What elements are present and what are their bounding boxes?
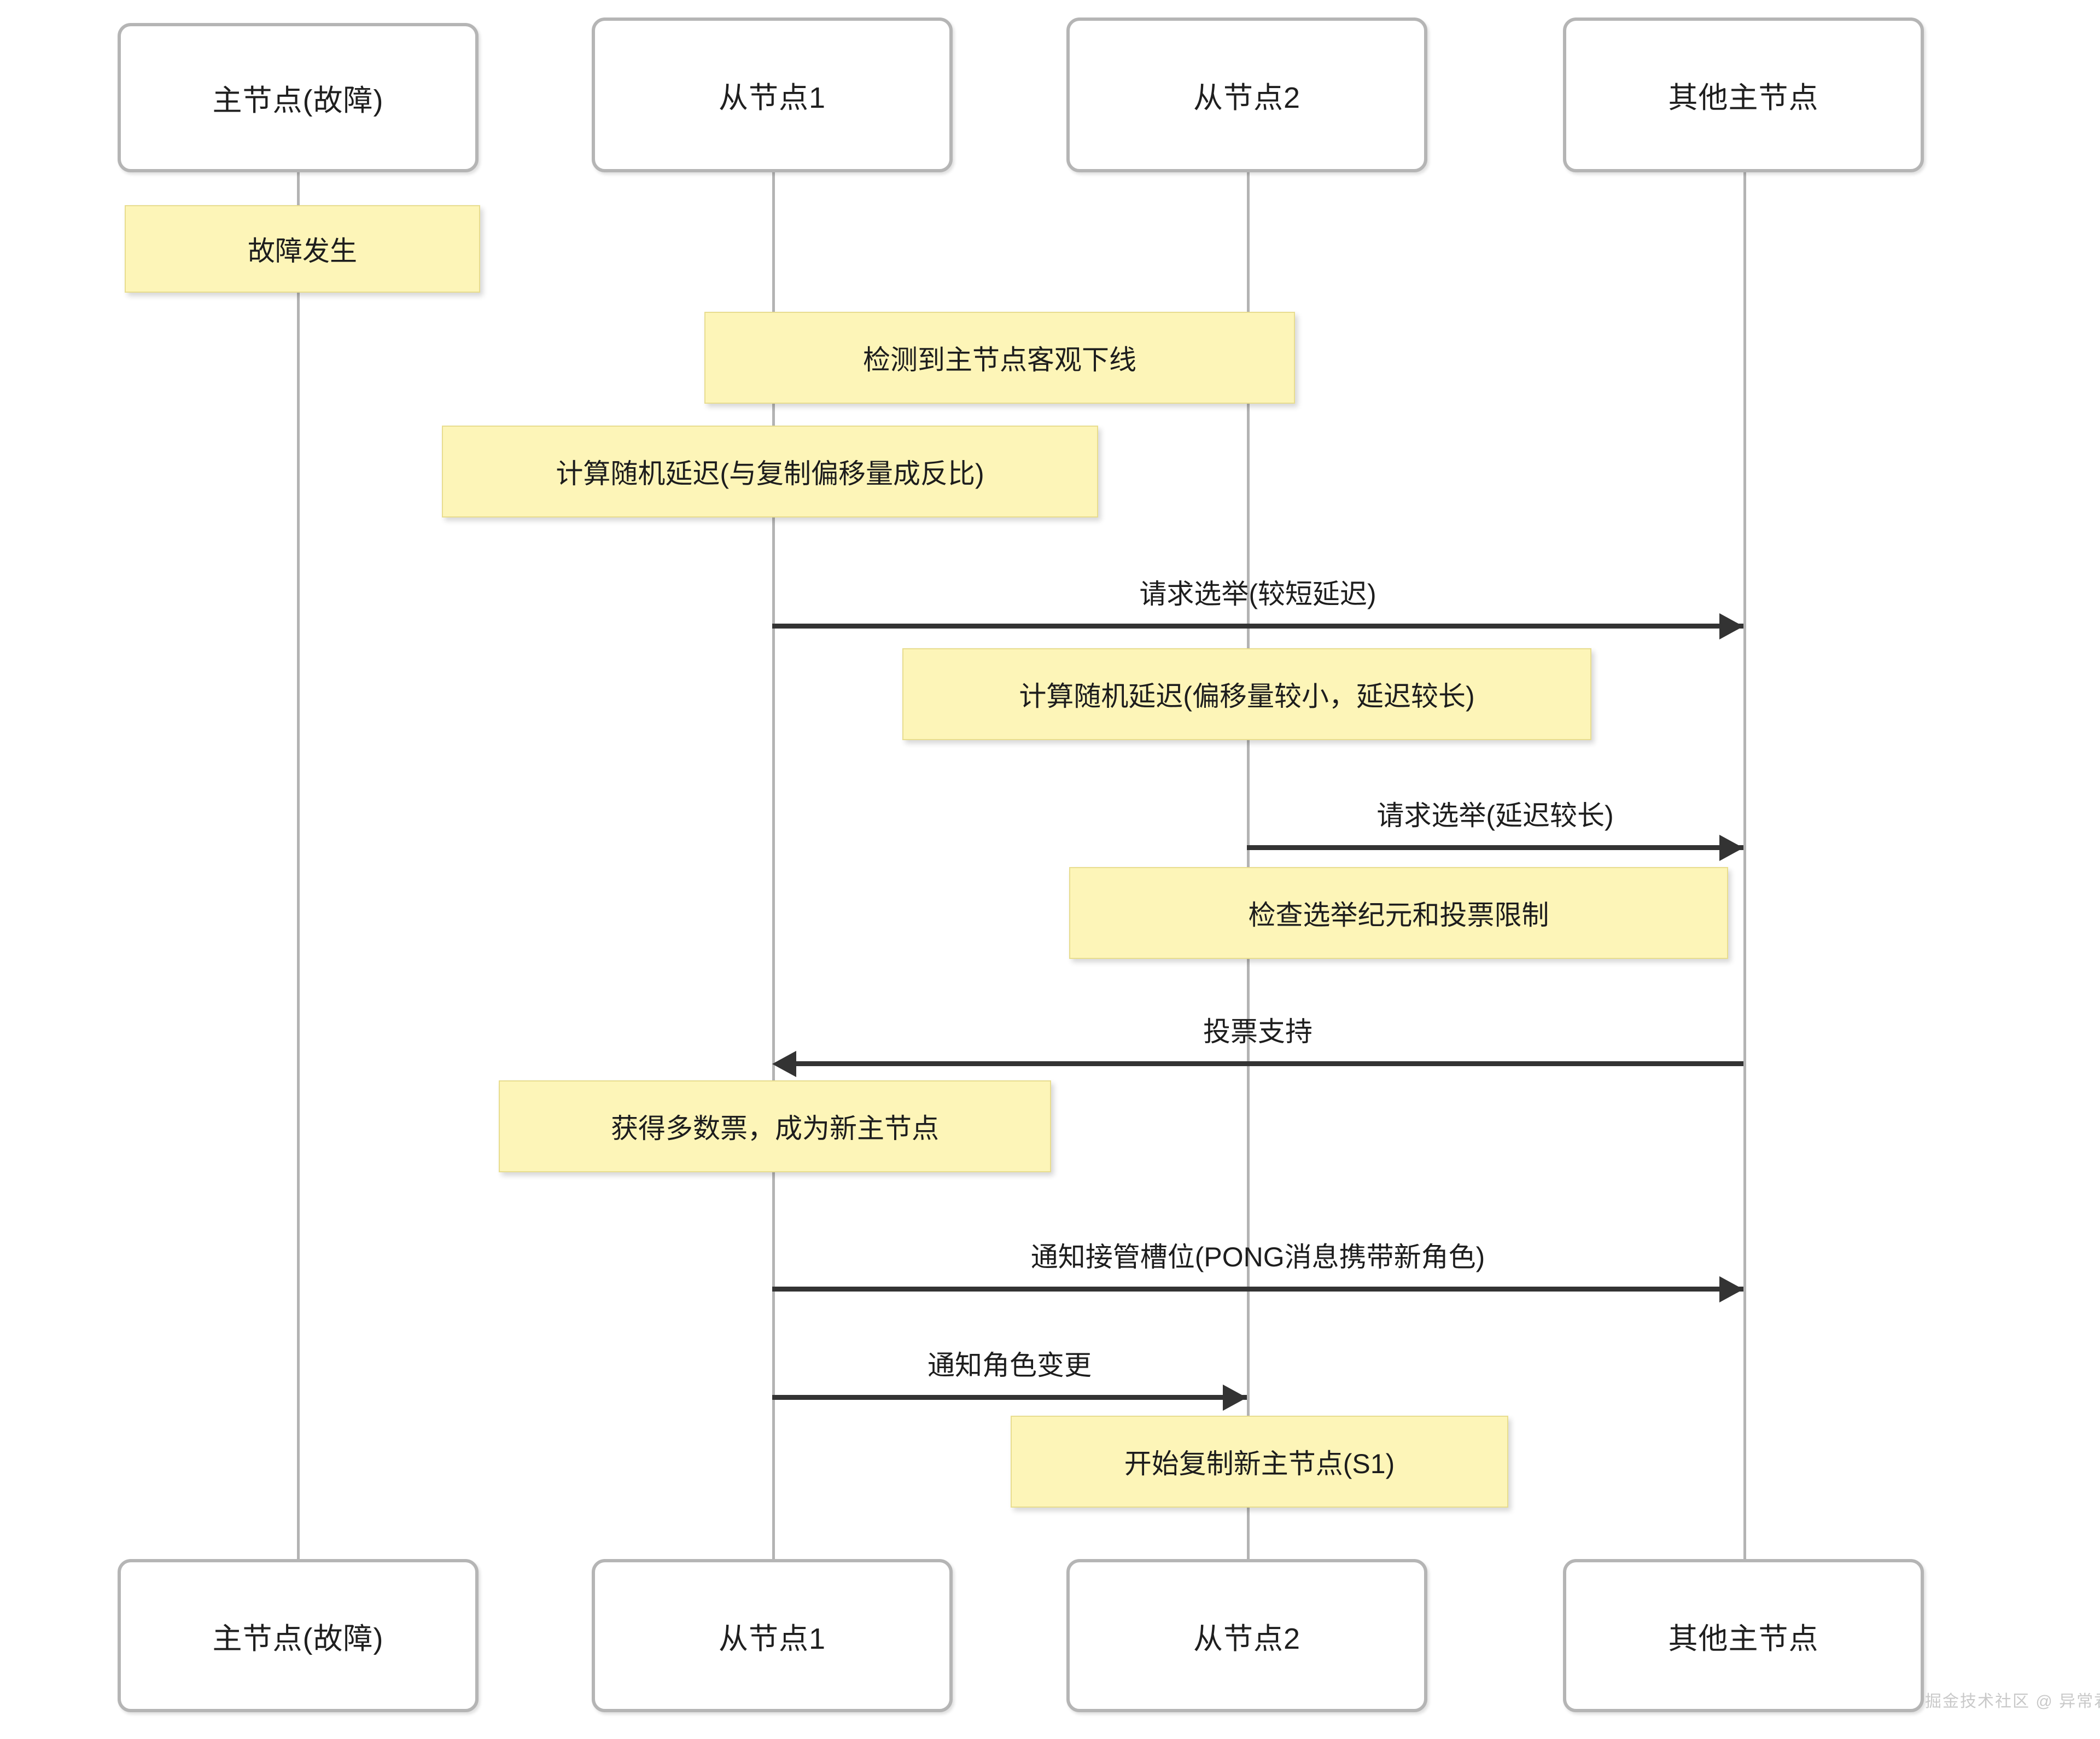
actor-box-top-other-masters[interactable]: 其他主节点	[1563, 18, 1924, 172]
message-line	[772, 1287, 1743, 1292]
actor-box-top-replica-2[interactable]: 从节点2	[1066, 18, 1427, 172]
actor-box-bottom-other-masters[interactable]: 其他主节点	[1563, 1559, 1924, 1712]
watermark: 掘金技术社区 @ 异常君	[1925, 1693, 2100, 1711]
arrow-head-right-icon	[1719, 613, 1743, 639]
actor-box-top-master-failed[interactable]: 主节点(故障)	[118, 23, 479, 172]
lifeline-replica-1	[772, 172, 775, 1559]
arrow-head-left-icon	[772, 1051, 796, 1077]
actor-label-master-failed-top: 主节点(故障)	[212, 84, 384, 117]
message-line	[772, 1395, 1247, 1400]
message-label-role-change: 通知角色变更	[928, 1350, 1092, 1381]
message-label-vote-support: 投票支持	[1203, 1016, 1312, 1047]
actor-box-top-replica-1[interactable]: 从节点1	[592, 18, 953, 172]
note-detect-fail: 检测到主节点客观下线	[704, 312, 1295, 404]
arrow-head-right-icon	[1719, 1276, 1743, 1302]
note-text-random-delay: 计算随机延迟(与复制偏移量成反比)	[556, 458, 984, 489]
message-label-request-vote-short: 请求选举(较短延迟)	[1139, 579, 1376, 609]
note-text-random-delay-2: 计算随机延迟(偏移量较小，延迟较长)	[1019, 681, 1475, 712]
actor-label-replica-1-top: 从节点1	[718, 82, 826, 114]
actor-label-replica-2-bottom: 从节点2	[1193, 1622, 1301, 1655]
note-failure: 故障发生	[125, 205, 480, 293]
message-line	[796, 1061, 1743, 1066]
note-random-delay: 计算随机延迟(与复制偏移量成反比)	[442, 426, 1098, 517]
note-random-delay-2: 计算随机延迟(偏移量较小，延迟较长)	[902, 648, 1591, 740]
note-replicate: 开始复制新主节点(S1)	[1011, 1416, 1508, 1508]
note-text-failure: 故障发生	[248, 236, 357, 266]
lifeline-replica-2	[1247, 172, 1250, 1559]
arrow-head-right-icon	[1719, 835, 1743, 861]
actor-label-other-masters-bottom: 其他主节点	[1668, 1622, 1819, 1655]
actor-box-bottom-replica-1[interactable]: 从节点1	[592, 1559, 953, 1712]
note-text-detect-fail: 检测到主节点客观下线	[863, 345, 1136, 375]
actor-label-master-failed-bottom: 主节点(故障)	[212, 1622, 384, 1655]
note-check-epoch: 检查选举纪元和投票限制	[1069, 867, 1728, 959]
note-majority: 获得多数票，成为新主节点	[499, 1080, 1051, 1172]
note-text-replicate: 开始复制新主节点(S1)	[1124, 1449, 1395, 1479]
actor-box-bottom-master-failed[interactable]: 主节点(故障)	[118, 1559, 479, 1712]
lifeline-master-failed	[297, 172, 300, 1559]
actor-label-other-masters-top: 其他主节点	[1668, 82, 1819, 114]
message-label-request-vote-long: 请求选举(延迟较长)	[1376, 800, 1614, 831]
note-text-majority: 获得多数票，成为新主节点	[611, 1113, 939, 1144]
actor-label-replica-2-top: 从节点2	[1193, 82, 1301, 114]
arrow-head-right-icon	[1223, 1385, 1247, 1411]
lifeline-other-masters	[1743, 172, 1746, 1559]
message-label-takeover-slots: 通知接管槽位(PONG消息携带新角色)	[1030, 1242, 1485, 1272]
actor-box-bottom-replica-2[interactable]: 从节点2	[1066, 1559, 1427, 1712]
actor-label-replica-1-bottom: 从节点1	[718, 1622, 826, 1655]
message-line	[772, 624, 1743, 629]
note-text-check-epoch: 检查选举纪元和投票限制	[1248, 900, 1549, 930]
message-line	[1247, 845, 1743, 850]
